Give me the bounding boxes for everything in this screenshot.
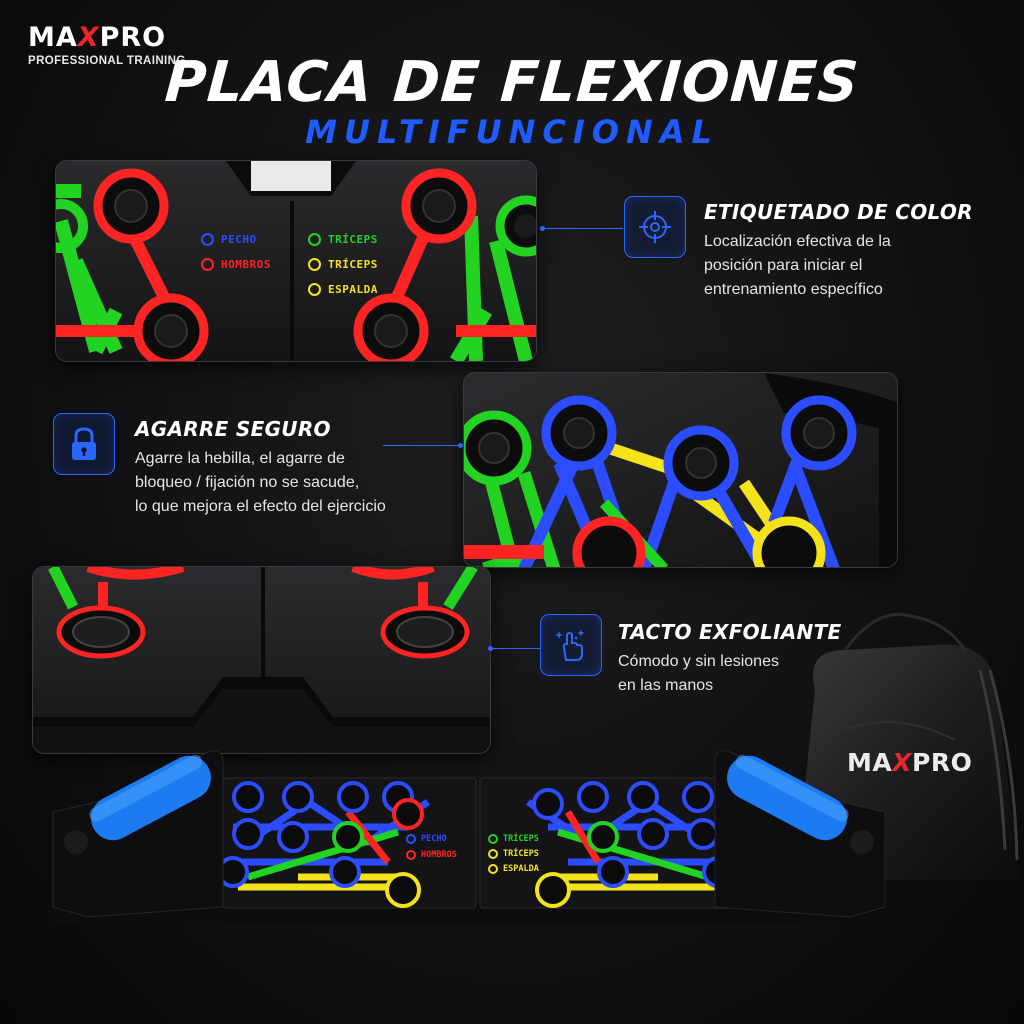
pushup-board-product: PECHO HOMBROS TRÍCEPS TRÍCEPS ESPALDA xyxy=(48,742,890,927)
feature-textured-touch: TACTO EXFOLIANTE Cómodo y sin lesiones e… xyxy=(618,620,868,698)
green-ring-icon xyxy=(488,834,498,844)
page-title: PLACA DE FLEXIONES xyxy=(162,50,862,115)
feature-title: ETIQUETADO DE COLOR xyxy=(704,200,973,224)
textured-touch-photo xyxy=(32,566,491,754)
red-ring-icon xyxy=(406,850,416,860)
bag-logo: MAXPRO xyxy=(847,748,973,777)
yellow-ring-icon xyxy=(308,283,321,296)
board-legend-hombros: HOMBROS xyxy=(406,850,457,860)
feature-secure-grip: AGARRE SEGURO Agarre la hebilla, el agar… xyxy=(135,417,455,519)
legend-espalda: ESPALDA xyxy=(308,283,378,296)
legend-hombros: HOMBROS xyxy=(201,258,271,271)
yellow-ring-icon xyxy=(488,849,498,859)
connector-dot xyxy=(540,226,545,231)
feature-description: Localización efectiva de la posición par… xyxy=(704,233,891,298)
board-legend-right: TRÍCEPS TRÍCEPS ESPALDA xyxy=(488,834,539,874)
hand-sparkle-icon xyxy=(540,614,602,676)
legend-triceps-yellow: TRÍCEPS xyxy=(308,258,378,271)
brand-tagline: PROFESSIONAL TRAINING xyxy=(28,55,186,67)
legend-triceps-green: TRÍCEPS xyxy=(308,233,378,246)
blue-ring-icon xyxy=(201,233,214,246)
feature-title: TACTO EXFOLIANTE xyxy=(618,620,842,644)
feature-description: Agarre la hebilla, el agarre de bloqueo … xyxy=(135,450,386,515)
legend-left: PECHO HOMBROS xyxy=(201,233,271,271)
feature-color-labeling: ETIQUETADO DE COLOR Localización efectiv… xyxy=(704,200,1014,302)
connector-dot xyxy=(488,646,493,651)
brand-logo: MAXPRO PROFESSIONAL TRAINING xyxy=(28,22,186,67)
legend-right: TRÍCEPS TRÍCEPS ESPALDA xyxy=(308,233,378,296)
connector-line xyxy=(545,228,623,229)
blue-ring-icon xyxy=(406,834,416,844)
connector-dot xyxy=(458,443,463,448)
connector-line xyxy=(493,648,541,649)
yellow-ring-icon xyxy=(308,258,321,271)
board-legend-left: PECHO HOMBROS xyxy=(406,834,457,860)
yellow-ring-icon xyxy=(488,864,498,874)
green-ring-icon xyxy=(308,233,321,246)
board-legend-pecho: PECHO xyxy=(406,834,457,844)
page-subtitle: MULTIFUNCIONAL xyxy=(305,113,719,151)
feature-title: AGARRE SEGURO xyxy=(135,417,331,441)
board-legend-espalda: ESPALDA xyxy=(488,864,539,874)
board-closeup-bottom xyxy=(33,567,490,753)
board-closeup-middle xyxy=(464,373,897,567)
secure-grip-photo xyxy=(463,372,898,568)
board-legend-triceps-yellow: TRÍCEPS xyxy=(488,849,539,859)
legend-pecho: PECHO xyxy=(201,233,271,246)
board-legend-triceps-green: TRÍCEPS xyxy=(488,834,539,844)
red-ring-icon xyxy=(201,258,214,271)
feature-description: Cómodo y sin lesiones en las manos xyxy=(618,653,779,694)
connector-line xyxy=(383,445,461,446)
board-closeup-top xyxy=(56,161,536,361)
board-full-view xyxy=(48,750,890,924)
lock-icon xyxy=(53,413,115,475)
color-labeling-photo: PECHO HOMBROS TRÍCEPS TRÍCEPS ESPALDA xyxy=(55,160,537,362)
brand-wordmark: MAXPRO xyxy=(28,22,167,53)
target-icon xyxy=(624,196,686,258)
